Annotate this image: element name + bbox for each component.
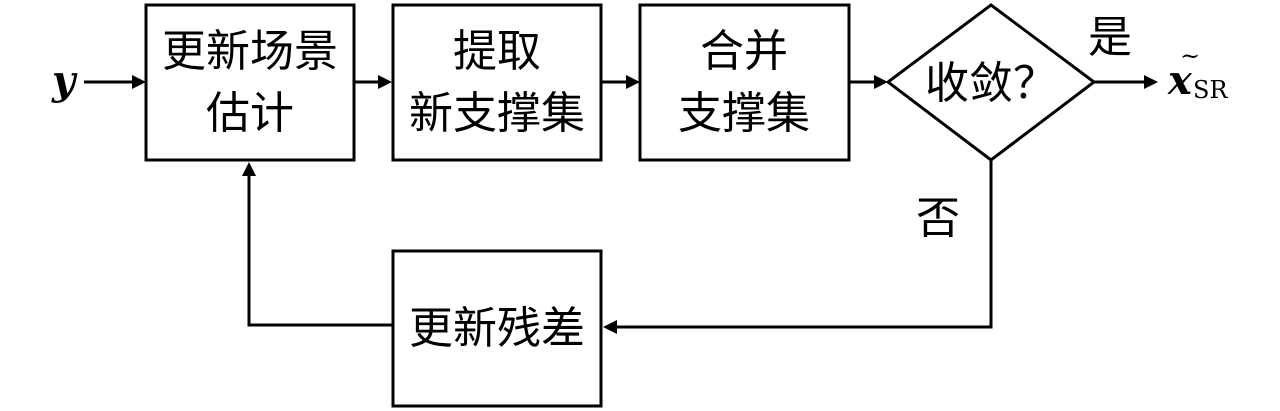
arrowhead xyxy=(1144,75,1158,89)
converge-decision xyxy=(885,3,1097,162)
extract-line2: 新支撑集 xyxy=(409,88,585,139)
arrowhead xyxy=(242,162,256,176)
update-scene-line1: 更新场景 xyxy=(162,26,338,77)
no-label: 否 xyxy=(916,193,960,244)
update-scene-line2: 估计 xyxy=(206,88,294,139)
update-scene-block xyxy=(144,3,356,162)
arrow-residual-to-scene xyxy=(247,176,393,327)
merge-support-block xyxy=(638,3,851,162)
output-symbol: x xyxy=(1167,57,1193,104)
arrowhead xyxy=(874,75,888,89)
arrowhead xyxy=(378,75,392,89)
arrowhead xyxy=(132,75,146,89)
merge-line1: 合并 xyxy=(700,26,788,77)
arrowhead xyxy=(603,320,617,334)
extract-support-block xyxy=(391,3,603,162)
merge-line2: 支撑集 xyxy=(678,88,810,139)
input-symbol: y xyxy=(51,57,78,104)
update-residual-block xyxy=(391,249,603,408)
extract-line1: 提取 xyxy=(453,26,541,77)
yes-label: 是 xyxy=(1088,12,1132,63)
output-subscript: SR xyxy=(1193,76,1228,104)
update-residual-label: 更新残差 xyxy=(409,303,585,354)
output-tilde: ~ xyxy=(1180,42,1200,70)
connectors xyxy=(84,75,1158,334)
arrowhead xyxy=(626,75,640,89)
arrow-no-to-residual xyxy=(616,160,993,329)
converge-label: 收敛？ xyxy=(925,58,1057,109)
